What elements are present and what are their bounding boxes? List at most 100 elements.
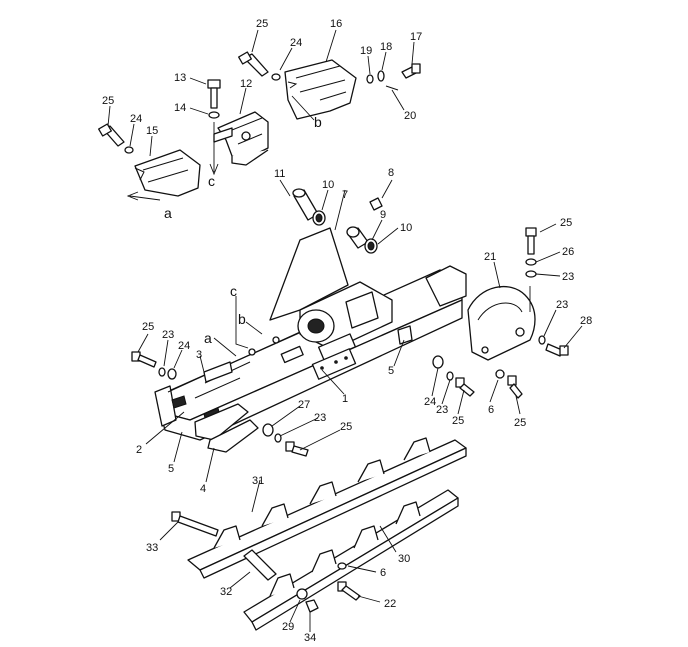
washer-27 — [262, 423, 274, 437]
callout-29: 29 — [282, 621, 294, 633]
callout-25: 25 — [340, 421, 352, 433]
washer-24-left — [124, 146, 134, 154]
callout-3: 3 — [196, 349, 202, 361]
bolt-25-frame-left — [131, 351, 157, 368]
callout-25: 25 — [514, 417, 526, 429]
washer-24-top — [271, 73, 281, 81]
bolt-28 — [545, 343, 569, 357]
callout-26: 26 — [562, 246, 574, 258]
bolt-25-lower-2 — [507, 375, 523, 399]
callout-22: 22 — [384, 598, 396, 610]
callout-32: 32 — [220, 586, 232, 598]
washer-19 — [366, 74, 374, 84]
callout-4: 4 — [200, 483, 206, 495]
pin-32 — [243, 549, 277, 581]
callout-17: 17 — [410, 31, 422, 43]
bolt-25-left — [98, 123, 125, 147]
part-bushing-10-lower — [364, 238, 378, 254]
washer-23-frame-left — [158, 367, 166, 377]
bolt-25-mid — [285, 441, 309, 457]
callout-18: 18 — [380, 41, 392, 53]
callout-28: 28 — [580, 315, 592, 327]
callout-7: 7 — [342, 189, 348, 201]
washer-23-right — [525, 270, 537, 278]
bolt-17 — [401, 63, 421, 79]
washer-23-lower — [446, 371, 454, 381]
bolt-25-lower-1 — [455, 377, 475, 397]
nut-34 — [305, 599, 319, 613]
callout-25: 25 — [452, 415, 464, 427]
callout-5: 5 — [168, 463, 174, 475]
washer-23-side — [538, 335, 546, 345]
part-bracket-12 — [213, 111, 269, 166]
part-cover-16 — [284, 59, 357, 120]
bolt-33 — [171, 511, 219, 537]
callout-9: 9 — [380, 209, 386, 221]
washer-24-lower — [432, 355, 444, 369]
callout-11: 11 — [274, 168, 285, 180]
part-bushing-9 — [346, 226, 369, 249]
ref-letter-b: b — [314, 114, 322, 130]
callout-13: 13 — [174, 72, 186, 84]
bolt-25-right — [525, 227, 537, 255]
part-track-guide-31 — [187, 437, 467, 579]
callout-8: 8 — [388, 167, 394, 179]
callout-14: 14 — [174, 102, 186, 114]
callout-6: 6 — [380, 567, 386, 579]
leader-lines — [107, 29, 583, 632]
callout-2: 2 — [136, 444, 142, 456]
ref-letter-c: c — [230, 283, 237, 299]
callout-15: 15 — [146, 125, 158, 137]
ref-letter-b: b — [238, 311, 246, 327]
callout-10: 10 — [400, 222, 412, 234]
callout-20: 20 — [404, 110, 416, 122]
reference-letters: a c b c b a — [164, 114, 322, 346]
callout-27: 27 — [298, 399, 310, 411]
callout-19: 19 — [360, 45, 372, 57]
callout-34: 34 — [304, 632, 316, 644]
pin-20 — [385, 85, 399, 91]
callout-33: 33 — [146, 542, 158, 554]
part-cover-15 — [134, 149, 201, 197]
washer-6-lower — [337, 562, 347, 570]
washer-18 — [377, 70, 385, 82]
callout-25: 25 — [142, 321, 154, 333]
washer-24-frame-left — [167, 368, 177, 380]
ref-letter-c: c — [208, 173, 215, 189]
callout-25: 25 — [256, 18, 268, 30]
bolt-22 — [337, 581, 361, 601]
callout-30: 30 — [398, 553, 410, 565]
part-5-frame-right — [397, 325, 413, 345]
callout-25: 25 — [102, 95, 114, 107]
callout-31: 31 — [252, 475, 264, 487]
callout-labels: 25 16 24 17 19 18 20 13 12 14 25 24 15 1… — [102, 18, 592, 644]
callout-10: 10 — [322, 179, 334, 191]
ref-letter-a: a — [204, 330, 212, 346]
part-pin-11 — [292, 188, 319, 221]
part-bushing-10-upper — [312, 210, 326, 226]
washer-23-mid — [274, 433, 282, 443]
bolt-13 — [207, 79, 221, 109]
callout-24: 24 — [178, 340, 190, 352]
callout-21: 21 — [484, 251, 496, 263]
callout-1: 1 — [342, 393, 348, 405]
bolt-25-top — [238, 51, 269, 77]
callout-5: 5 — [388, 365, 394, 377]
washer-14 — [208, 111, 220, 119]
part-guard-21 — [467, 286, 536, 361]
washer-26 — [525, 258, 537, 266]
callout-23: 23 — [436, 404, 448, 416]
callout-23: 23 — [314, 412, 326, 424]
callout-23: 23 — [162, 329, 174, 341]
callout-24: 24 — [290, 37, 302, 49]
callout-23: 23 — [556, 299, 568, 311]
callout-24: 24 — [130, 113, 142, 125]
washer-6 — [495, 369, 505, 379]
part-grease-fitting-8 — [369, 197, 383, 211]
callout-23: 23 — [562, 271, 574, 283]
callout-16: 16 — [330, 18, 342, 30]
callout-12: 12 — [240, 78, 252, 90]
ref-letter-a: a — [164, 205, 172, 221]
